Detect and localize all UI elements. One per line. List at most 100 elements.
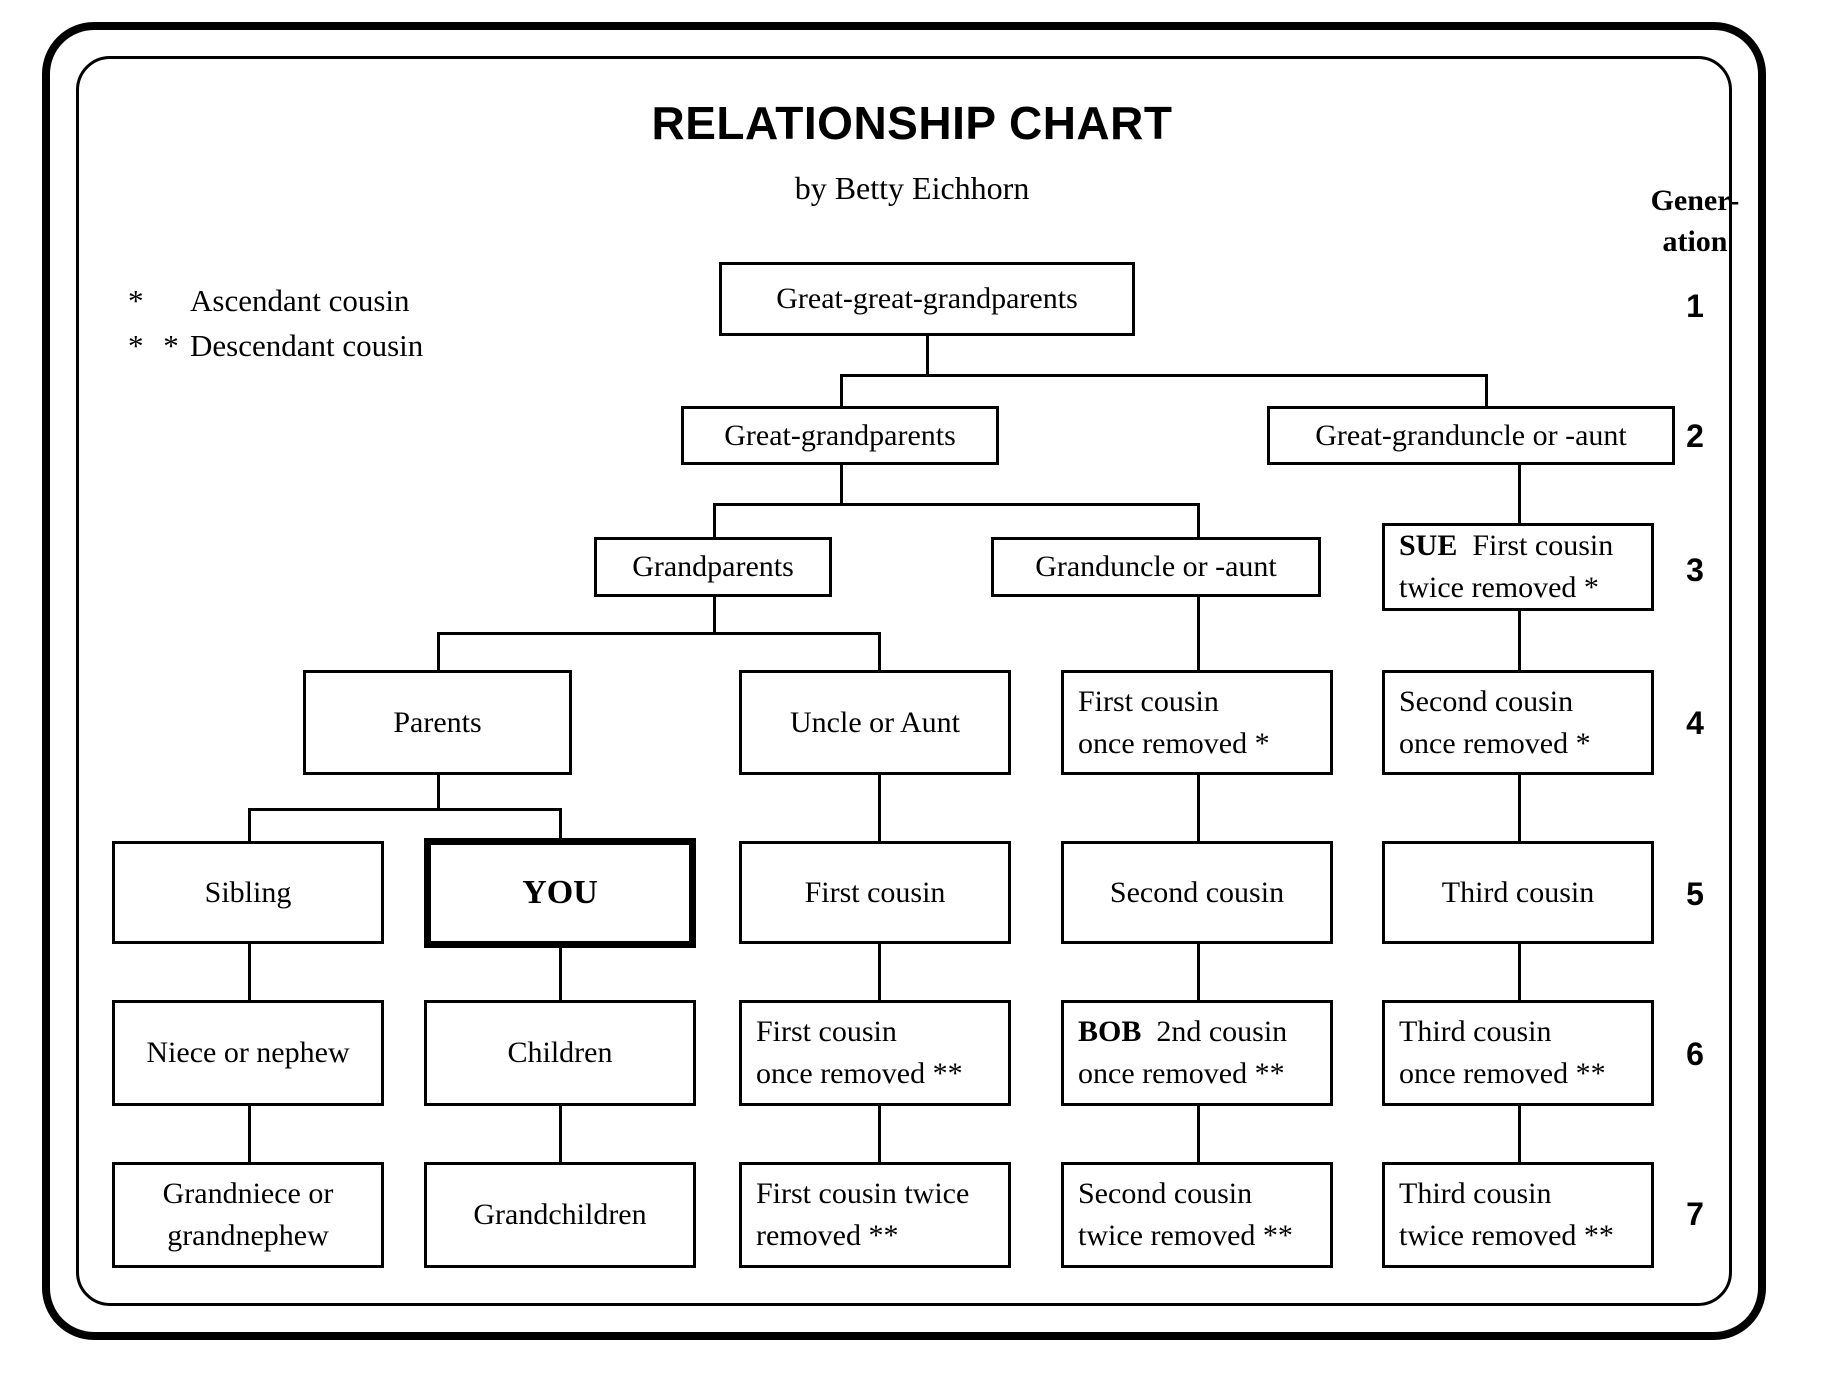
node-children[interactable]: Children bbox=[424, 1000, 696, 1106]
legend-label-descendant: Descendant cousin bbox=[190, 328, 424, 363]
node-line-2: once removed ** bbox=[1078, 1057, 1285, 1090]
connector-gen2-bus bbox=[713, 503, 1200, 506]
node-second-cousin-once-removed-ascendant[interactable]: Second cousin once removed * bbox=[1382, 670, 1654, 775]
node-line-1: SUE First cousin bbox=[1399, 525, 1637, 567]
generation-number-7: 7 bbox=[1686, 1196, 1704, 1232]
connector-gen3-bus bbox=[437, 632, 881, 635]
generation-number-3: 3 bbox=[1686, 552, 1704, 588]
node-second-cousin-twice-removed-descendant[interactable]: Second cousin twice removed ** bbox=[1061, 1162, 1333, 1268]
node-line-2: once removed ** bbox=[756, 1057, 963, 1090]
node-first-cousin[interactable]: First cousin bbox=[739, 841, 1011, 944]
node-line-2: twice removed ** bbox=[1078, 1219, 1293, 1252]
connector-niece-to-grandniece bbox=[248, 1106, 251, 1162]
node-sibling[interactable]: Sibling bbox=[112, 841, 384, 944]
node-line-1-text: First cousin bbox=[1472, 529, 1614, 562]
generation-number-2: 2 bbox=[1686, 418, 1704, 454]
legend-item-ascendant: * Ascendant cousin bbox=[128, 278, 423, 323]
node-label: Second cousin bbox=[1109, 875, 1285, 909]
node-first-cousin-once-removed-descendant[interactable]: First cousin once removed ** bbox=[739, 1000, 1011, 1106]
node-line-2: once removed * bbox=[1399, 726, 1591, 760]
node-line-1: Second cousin bbox=[1078, 1177, 1253, 1210]
connector-uncle-to-fc bbox=[878, 775, 881, 841]
node-line-1-text: 2nd cousin bbox=[1156, 1015, 1288, 1048]
node-line-2: twice removed ** bbox=[1399, 1219, 1614, 1252]
node-label: Granduncle or -aunt bbox=[1035, 550, 1277, 583]
connector-gp-down bbox=[713, 597, 716, 632]
connector-gen4-bus bbox=[248, 808, 562, 811]
node-granduncle-or-aunt[interactable]: Granduncle or -aunt bbox=[991, 537, 1321, 597]
connector-sc1rup-to-tc bbox=[1518, 775, 1521, 841]
connector-sc-to-bob bbox=[1197, 944, 1200, 1000]
connector-to-greatgrandparents bbox=[840, 374, 843, 406]
connector-tc-to-tc1rdn bbox=[1518, 944, 1521, 1000]
connector-to-greatgranduncle bbox=[1485, 374, 1488, 406]
node-line-1: First cousin bbox=[1078, 684, 1219, 718]
node-label: Niece or nephew bbox=[146, 1036, 350, 1069]
node-line-2: once removed * bbox=[1078, 726, 1270, 760]
node-great-granduncle-or-aunt[interactable]: Great-granduncle or -aunt bbox=[1267, 406, 1675, 465]
node-label: First cousin bbox=[804, 875, 946, 909]
node-grandniece-or-grandnephew[interactable]: Grandniece or grandnephew bbox=[112, 1162, 384, 1268]
node-label: YOU bbox=[522, 874, 598, 911]
node-label: Great-great-grandparents bbox=[776, 282, 1078, 315]
connector-sibling-to-niece bbox=[248, 944, 251, 1000]
legend-mark-double-asterisk: * * bbox=[128, 328, 185, 363]
node-line-2: removed ** bbox=[756, 1219, 899, 1252]
connector-sue-to-sc1r bbox=[1518, 611, 1521, 670]
connector-ggunc-to-sue bbox=[1518, 465, 1521, 537]
node-line-1: Second cousin bbox=[1399, 684, 1574, 718]
node-label: Great-granduncle or -aunt bbox=[1315, 418, 1627, 452]
legend-mark-single-asterisk: * bbox=[128, 283, 144, 318]
node-line-1: Third cousin bbox=[1399, 1015, 1552, 1048]
generation-number-6: 6 bbox=[1686, 1036, 1704, 1072]
connector-fc1rdn-to-fc2rdn bbox=[878, 1106, 881, 1162]
connector-gg-down bbox=[840, 465, 843, 503]
connector-to-granduncle bbox=[1197, 503, 1200, 537]
node-third-cousin[interactable]: Third cousin bbox=[1382, 841, 1654, 944]
connector-to-you bbox=[559, 808, 562, 841]
node-you[interactable]: YOU bbox=[424, 838, 696, 948]
node-niece-or-nephew[interactable]: Niece or nephew bbox=[112, 1000, 384, 1106]
generation-heading-line2: ation bbox=[1662, 225, 1728, 258]
node-third-cousin-once-removed-descendant[interactable]: Third cousin once removed ** bbox=[1382, 1000, 1654, 1106]
connector-fc1rup-to-sc bbox=[1197, 775, 1200, 841]
node-line-1: First cousin twice bbox=[756, 1177, 970, 1210]
node-line-1: First cousin bbox=[756, 1015, 897, 1048]
node-parents[interactable]: Parents bbox=[303, 670, 572, 775]
node-grandparents[interactable]: Grandparents bbox=[594, 537, 832, 597]
node-second-cousin[interactable]: Second cousin bbox=[1061, 841, 1333, 944]
node-line-2: once removed ** bbox=[1399, 1057, 1606, 1090]
node-label: Sibling bbox=[204, 875, 292, 909]
node-label: Children bbox=[507, 1036, 613, 1069]
node-uncle-or-aunt[interactable]: Uncle or Aunt bbox=[739, 670, 1011, 775]
connector-to-uncle bbox=[878, 632, 881, 670]
node-line-1: Third cousin bbox=[1399, 1177, 1552, 1210]
node-line-2: grandnephew bbox=[167, 1219, 329, 1252]
connector-gunc-to-fc1r bbox=[1197, 597, 1200, 670]
generation-number-5: 5 bbox=[1686, 876, 1704, 912]
connector-to-sibling bbox=[248, 808, 251, 841]
node-third-cousin-twice-removed-descendant[interactable]: Third cousin twice removed ** bbox=[1382, 1162, 1654, 1268]
generation-axis-heading: Gener- ation bbox=[1636, 180, 1754, 262]
node-great-great-grandparents[interactable]: Great-great-grandparents bbox=[719, 262, 1135, 336]
node-sue-first-cousin-twice-removed[interactable]: SUE First cousin twice removed * bbox=[1382, 523, 1654, 611]
node-grandchildren[interactable]: Grandchildren bbox=[424, 1162, 696, 1268]
node-first-cousin-twice-removed-descendant[interactable]: First cousin twice removed ** bbox=[739, 1162, 1011, 1268]
node-bob-second-cousin-once-removed[interactable]: BOB 2nd cousin once removed ** bbox=[1061, 1000, 1333, 1106]
node-label: Great-grandparents bbox=[724, 418, 956, 452]
node-line-1: BOB 2nd cousin bbox=[1078, 1011, 1316, 1053]
connector-children-to-grandkids bbox=[559, 1106, 562, 1162]
generation-heading-line1: Gener- bbox=[1650, 184, 1740, 217]
generation-number-1: 1 bbox=[1686, 288, 1704, 324]
node-label: Parents bbox=[393, 705, 482, 739]
connector-parents-down bbox=[437, 775, 440, 808]
connector-to-parents bbox=[437, 632, 440, 670]
node-person-name-bob: BOB bbox=[1078, 1015, 1142, 1048]
node-great-grandparents[interactable]: Great-grandparents bbox=[681, 406, 999, 465]
node-first-cousin-once-removed-ascendant[interactable]: First cousin once removed * bbox=[1061, 670, 1333, 775]
node-line-1: Grandniece or bbox=[162, 1177, 334, 1210]
page-subtitle: by Betty Eichhorn bbox=[794, 170, 1030, 206]
connector-you-to-children bbox=[559, 948, 562, 1000]
connector-to-grandparents bbox=[713, 503, 716, 537]
